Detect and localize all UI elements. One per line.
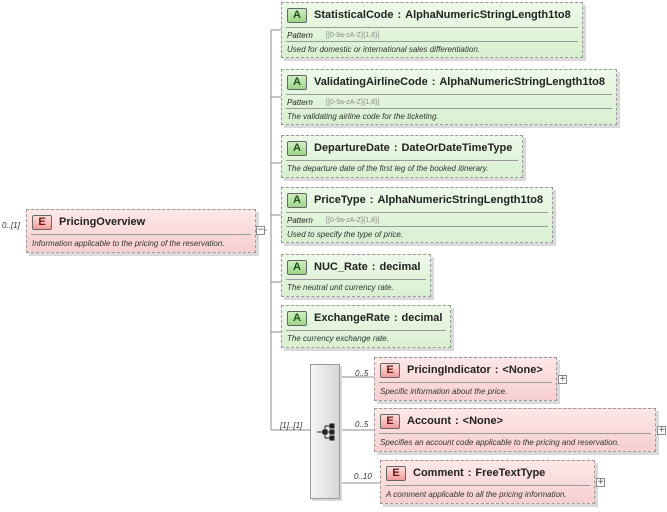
element-comment[interactable]: E Comment:FreeTextType A comment applica… <box>380 460 595 504</box>
divider <box>286 27 578 28</box>
divider <box>31 234 251 235</box>
element-type: <None> <box>462 415 504 427</box>
attribute-name: ExchangeRate <box>314 312 390 324</box>
type-separator: : <box>455 415 459 427</box>
attribute-statistical-code[interactable]: A StatisticalCode:AlphaNumericStringLeng… <box>281 2 583 58</box>
attribute-header: A NUC_Rate:decimal <box>287 259 420 275</box>
element-documentation: Information applicable to the pricing of… <box>32 239 225 248</box>
pattern-label: Pattern <box>287 98 313 107</box>
attribute-departure-date[interactable]: A DepartureDate:DateOrDateTimeType The d… <box>281 135 523 178</box>
attribute-badge-icon: A <box>287 140 307 156</box>
attribute-type: decimal <box>379 261 421 273</box>
divider <box>286 160 518 161</box>
sequence-occurrence: [1]..[1] <box>280 421 303 430</box>
element-name: PricingOverview <box>59 216 146 228</box>
divider <box>379 433 651 434</box>
element-badge-icon: E <box>386 465 406 481</box>
pattern-value: [[0-9a-zA-Z]{1,8}] <box>326 99 380 106</box>
attribute-badge-icon: A <box>287 192 307 208</box>
element-name: Account <box>407 415 451 427</box>
attribute-documentation: The departure date of the first leg of t… <box>287 164 489 173</box>
divider <box>286 212 548 213</box>
divider <box>286 226 548 227</box>
element-account[interactable]: E Account:<None> Specifies an account co… <box>374 408 656 452</box>
expand-icon[interactable]: + <box>558 374 567 384</box>
attribute-nuc-rate[interactable]: A NUC_Rate:decimal The neutral unit curr… <box>281 254 431 297</box>
element-documentation: A comment applicable to all the pricing … <box>386 490 567 499</box>
pattern-value: [[0-9a-zA-Z]{1,8}] <box>326 32 380 39</box>
element-name: Comment <box>413 467 464 479</box>
element-name: PricingIndicator <box>407 364 491 376</box>
attribute-documentation: The neutral unit currency rate. <box>287 283 394 292</box>
type-separator: : <box>369 194 374 206</box>
element-pricing-indicator[interactable]: E PricingIndicator:<None> Specific infor… <box>374 357 557 401</box>
child-occurrence: 0..10 <box>354 472 372 481</box>
divider <box>286 41 578 42</box>
attribute-validating-airline-code[interactable]: A ValidatingAirlineCode:AlphaNumericStri… <box>281 69 617 125</box>
type-separator: : <box>467 467 472 479</box>
attribute-type: AlphaNumericStringLength1to8 <box>405 9 571 21</box>
expand-icon[interactable]: + <box>596 477 605 487</box>
attribute-documentation: Used to specify the type of price. <box>287 230 404 239</box>
attribute-documentation: Used for domestic or international sales… <box>287 45 480 54</box>
attribute-badge-icon: A <box>287 74 307 90</box>
root-occurrence: 0..[1] <box>2 221 20 230</box>
type-separator: : <box>494 364 499 376</box>
element-type: FreeTextType <box>475 467 546 479</box>
child-occurrence: 0..5 <box>355 369 369 378</box>
element-type: <None> <box>502 364 543 376</box>
element-badge-icon: E <box>380 413 400 429</box>
attribute-header: A PriceType:AlphaNumericStringLength1to8 <box>287 192 543 208</box>
type-separator: : <box>393 142 398 154</box>
element-header: E Account:<None> <box>380 413 503 429</box>
child-occurrence: 0..5 <box>355 420 369 429</box>
attribute-documentation: The currency exchange rate. <box>287 334 389 343</box>
element-header: E PricingOverview <box>32 214 145 230</box>
attribute-header: A ValidatingAirlineCode:AlphaNumericStri… <box>287 74 605 90</box>
element-documentation: Specific information about the price. <box>380 387 508 396</box>
type-separator: : <box>397 9 402 21</box>
attribute-type: AlphaNumericStringLength1to8 <box>439 76 605 88</box>
element-header: E PricingIndicator:<None> <box>380 362 543 378</box>
attribute-name: StatisticalCode <box>314 9 394 21</box>
divider <box>286 108 612 109</box>
divider <box>286 94 612 95</box>
attribute-documentation: The validating airline code for the tick… <box>287 112 439 121</box>
type-separator: : <box>431 76 436 88</box>
element-badge-icon: E <box>32 214 52 230</box>
sequence-icon <box>317 423 335 441</box>
attribute-price-type[interactable]: A PriceType:AlphaNumericStringLength1to8… <box>281 187 553 243</box>
attribute-name: PriceType <box>314 194 366 206</box>
element-header: E Comment:FreeTextType <box>386 465 545 481</box>
pattern-value: [[0-9a-zA-Z]{1,8}] <box>326 217 380 224</box>
element-badge-icon: E <box>380 362 400 378</box>
element-documentation: Specifies an account code applicable to … <box>380 438 620 447</box>
pattern-label: Pattern <box>287 216 313 225</box>
attribute-header: A StatisticalCode:AlphaNumericStringLeng… <box>287 7 571 23</box>
attribute-name: NUC_Rate <box>314 261 368 273</box>
collapse-icon[interactable]: − <box>256 225 265 235</box>
expand-icon[interactable]: + <box>657 425 666 435</box>
divider <box>286 330 446 331</box>
attribute-type: DateOrDateTimeType <box>401 142 513 154</box>
attribute-type: AlphaNumericStringLength1to8 <box>377 194 544 206</box>
type-separator: : <box>393 312 398 324</box>
divider <box>385 485 590 486</box>
divider <box>379 382 552 383</box>
pattern-label: Pattern <box>287 31 313 40</box>
attribute-exchange-rate[interactable]: A ExchangeRate:decimal The currency exch… <box>281 305 451 348</box>
attribute-name: ValidatingAirlineCode <box>314 76 428 88</box>
sequence-compositor[interactable] <box>310 364 340 499</box>
divider <box>286 279 426 280</box>
attribute-badge-icon: A <box>287 310 307 326</box>
attribute-badge-icon: A <box>287 259 307 275</box>
pricing-overview-element[interactable]: E PricingOverview Information applicable… <box>26 209 256 253</box>
attribute-name: DepartureDate <box>314 142 390 154</box>
attribute-badge-icon: A <box>287 7 307 23</box>
attribute-type: decimal <box>401 312 443 324</box>
attribute-header: A ExchangeRate:decimal <box>287 310 442 326</box>
attribute-header: A DepartureDate:DateOrDateTimeType <box>287 140 512 156</box>
type-separator: : <box>371 261 376 273</box>
